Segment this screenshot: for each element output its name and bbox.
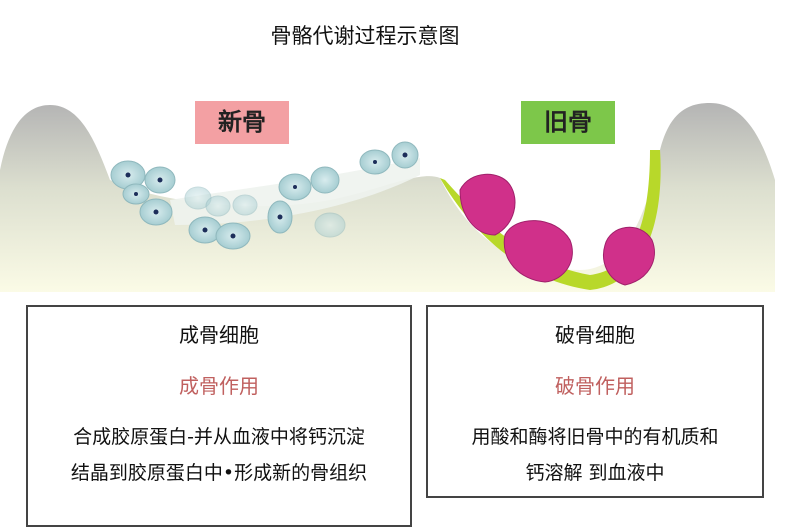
cell-nuclei: [125, 152, 408, 239]
old-bone-label: 旧骨: [521, 101, 615, 144]
osteoclast-function: 破骨作用: [555, 374, 635, 398]
osteoclast-description: 用酸和酶将旧骨中的有机质和 钙溶解 到血液中: [428, 419, 762, 491]
description-line: 用酸和酶将旧骨中的有机质和: [471, 426, 719, 448]
osteoclast-cells: [459, 173, 655, 286]
bone-illustration: [0, 103, 775, 292]
osteoblast-description: 合成胶原蛋白-并从血液中将钙沉淀 结晶到胶原蛋白中•形成新的骨组织: [28, 419, 410, 491]
osteoclast-box: 破骨细胞 破骨作用 用酸和酶将旧骨中的有机质和 钙溶解 到血液中: [426, 305, 764, 498]
description-line: 钙溶解 到血液中: [525, 462, 665, 484]
description-line: 结晶到胶原蛋白中•形成新的骨组织: [70, 462, 368, 484]
new-bone-label: 新骨: [195, 101, 289, 144]
osteoclast-heading: 破骨细胞: [555, 323, 635, 347]
osteoblast-function: 成骨作用: [179, 374, 259, 398]
osteoblast-box: 成骨细胞 成骨作用 合成胶原蛋白-并从血液中将钙沉淀 结晶到胶原蛋白中•形成新的…: [26, 305, 412, 527]
bone-surface: [0, 103, 775, 292]
osteoblast-heading: 成骨细胞: [179, 323, 259, 347]
description-line: 合成胶原蛋白-并从血液中将钙沉淀: [73, 426, 365, 448]
diagram-title: 骨骼代谢过程示意图: [270, 24, 460, 48]
